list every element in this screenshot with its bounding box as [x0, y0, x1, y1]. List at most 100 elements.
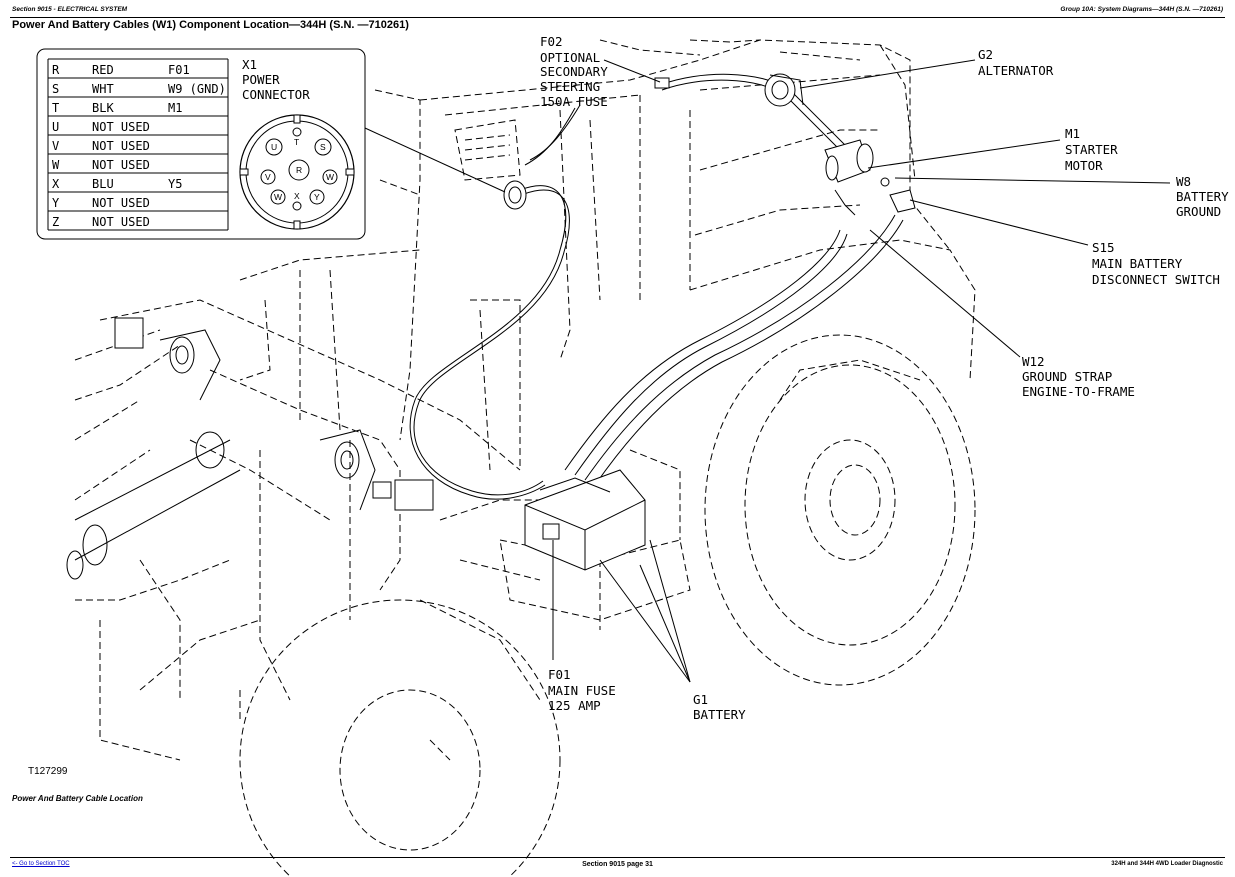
- callout-f01: F01 MAIN FUSE 125 AMP: [548, 667, 616, 713]
- callout-w12: W12 GROUND STRAP ENGINE-TO-FRAME: [1022, 354, 1135, 399]
- page-title: Power And Battery Cables (W1) Component …: [12, 19, 409, 31]
- footer-rule: [10, 857, 1225, 858]
- connector-id: X1: [242, 57, 257, 72]
- svg-text:S: S: [320, 142, 326, 152]
- svg-text:M1: M1: [1065, 126, 1080, 141]
- m1-starter-drawing: [824, 139, 874, 183]
- svg-text:150A FUSE: 150A FUSE: [540, 94, 608, 109]
- svg-text:R: R: [296, 165, 302, 175]
- pin-w: W: [322, 169, 338, 185]
- svg-text:W: W: [326, 172, 334, 182]
- connector-label-1: POWER: [242, 72, 280, 87]
- circuit-cell: F01: [168, 63, 190, 77]
- table-row: W NOT USED: [52, 158, 150, 172]
- pin-cell: Z: [52, 215, 59, 229]
- section-toc-link[interactable]: <- Go to Section TOC: [12, 861, 70, 867]
- svg-text:MOTOR: MOTOR: [1065, 158, 1103, 173]
- circuit-cell: W9 (GND): [168, 82, 226, 96]
- connector-label-2: CONNECTOR: [242, 87, 310, 102]
- machine-frame-drawing: [66, 39, 976, 877]
- pin-r: R: [288, 159, 310, 181]
- page-number: Section 9015 page 31: [582, 861, 653, 868]
- engine-block-drawing: [454, 119, 521, 181]
- pin-cell: U: [52, 120, 59, 134]
- table-row: T BLK M1: [52, 101, 182, 115]
- table-row: Y NOT USED: [52, 196, 150, 210]
- header-group: Group 10A: System Diagrams—344H (S.N. —7…: [1060, 6, 1223, 13]
- svg-text:G2: G2: [978, 47, 993, 62]
- svg-text:F01: F01: [548, 667, 571, 682]
- color-cell: RED: [92, 63, 114, 77]
- svg-text:T: T: [294, 137, 299, 147]
- pin-cell: S: [52, 82, 59, 96]
- table-row-lines: [48, 58, 228, 231]
- color-cell: BLU: [92, 177, 114, 191]
- color-cell: NOT USED: [92, 215, 150, 229]
- callout-m1: M1 STARTER MOTOR: [1065, 126, 1118, 173]
- svg-text:Y: Y: [314, 192, 320, 202]
- svg-text:G1: G1: [693, 692, 708, 707]
- svg-text:DISCONNECT SWITCH: DISCONNECT SWITCH: [1092, 272, 1220, 287]
- table-row: V NOT USED: [52, 139, 150, 153]
- svg-text:GROUND STRAP: GROUND STRAP: [1022, 369, 1112, 384]
- svg-text:BATTERY: BATTERY: [1176, 189, 1229, 204]
- svg-text:STEERING: STEERING: [540, 79, 600, 94]
- pin-cell: T: [52, 101, 59, 115]
- svg-text:STARTER: STARTER: [1065, 142, 1118, 157]
- leader-lines: [364, 59, 1171, 683]
- svg-text:ENGINE-TO-FRAME: ENGINE-TO-FRAME: [1022, 384, 1135, 399]
- color-cell: WHT: [92, 82, 114, 96]
- pin-cell: V: [52, 139, 59, 153]
- svg-text:OPTIONAL: OPTIONAL: [540, 50, 600, 65]
- table-row: Z NOT USED: [52, 215, 150, 229]
- pin-y: Y: [309, 189, 325, 205]
- svg-text:U: U: [271, 142, 277, 152]
- svg-text:W: W: [274, 192, 282, 202]
- svg-text:ALTERNATOR: ALTERNATOR: [978, 63, 1054, 78]
- svg-text:W8: W8: [1176, 174, 1191, 189]
- svg-text:MAIN BATTERY: MAIN BATTERY: [1092, 256, 1183, 271]
- w8-s15-drawing: [834, 177, 916, 216]
- battery-cable-harness: [409, 73, 904, 500]
- battery-g1-drawing: [524, 469, 646, 571]
- svg-text:SECONDARY: SECONDARY: [540, 64, 608, 79]
- pin-cell: W: [52, 158, 60, 172]
- callout-f02: F02 OPTIONAL SECONDARY STEERING 150A FUS…: [540, 34, 608, 109]
- pin-u: U: [265, 138, 283, 156]
- pin-x: X: [294, 191, 300, 201]
- figure-caption: Power And Battery Cable Location: [12, 794, 143, 803]
- pin-w-lower: W: [270, 189, 286, 205]
- g2-alternator-drawing: [764, 73, 804, 107]
- color-cell: NOT USED: [92, 158, 150, 172]
- header-rule: [10, 17, 1225, 18]
- circuit-cell: Y5: [168, 177, 182, 191]
- figure-code: T127299: [28, 766, 68, 777]
- table-row: S WHT W9 (GND): [52, 82, 226, 96]
- svg-text:W12: W12: [1022, 354, 1045, 369]
- color-cell: NOT USED: [92, 120, 150, 134]
- pin-t: T: [294, 137, 299, 147]
- svg-text:MAIN FUSE: MAIN FUSE: [548, 683, 616, 698]
- table-row: R RED F01: [52, 63, 190, 77]
- color-cell: BLK: [92, 101, 114, 115]
- svg-text:BATTERY: BATTERY: [693, 707, 746, 722]
- table-row: X BLU Y5: [52, 177, 182, 191]
- svg-text:GROUND: GROUND: [1176, 204, 1221, 219]
- pin-s: S: [314, 138, 332, 156]
- callout-s15: S15 MAIN BATTERY DISCONNECT SWITCH: [1092, 240, 1220, 287]
- svg-text:F02: F02: [540, 34, 563, 49]
- svg-text:V: V: [265, 172, 271, 182]
- callout-g1: G1 BATTERY: [693, 692, 746, 722]
- circuit-cell: M1: [168, 101, 182, 115]
- connector-table-rows: R RED F01 S WHT W9 (GND) T BLK M1 U NOT …: [52, 63, 226, 229]
- pin-v: V: [260, 169, 276, 185]
- svg-text:S15: S15: [1092, 240, 1115, 255]
- x1-connector-drawing: [503, 180, 527, 210]
- color-cell: NOT USED: [92, 139, 150, 153]
- pin-cell: R: [52, 63, 60, 77]
- manual-title: 324H and 344H 4WD Loader Diagnostic: [1111, 861, 1223, 867]
- svg-text:X: X: [294, 191, 300, 201]
- color-cell: NOT USED: [92, 196, 150, 210]
- callout-g2: G2 ALTERNATOR: [978, 47, 1054, 78]
